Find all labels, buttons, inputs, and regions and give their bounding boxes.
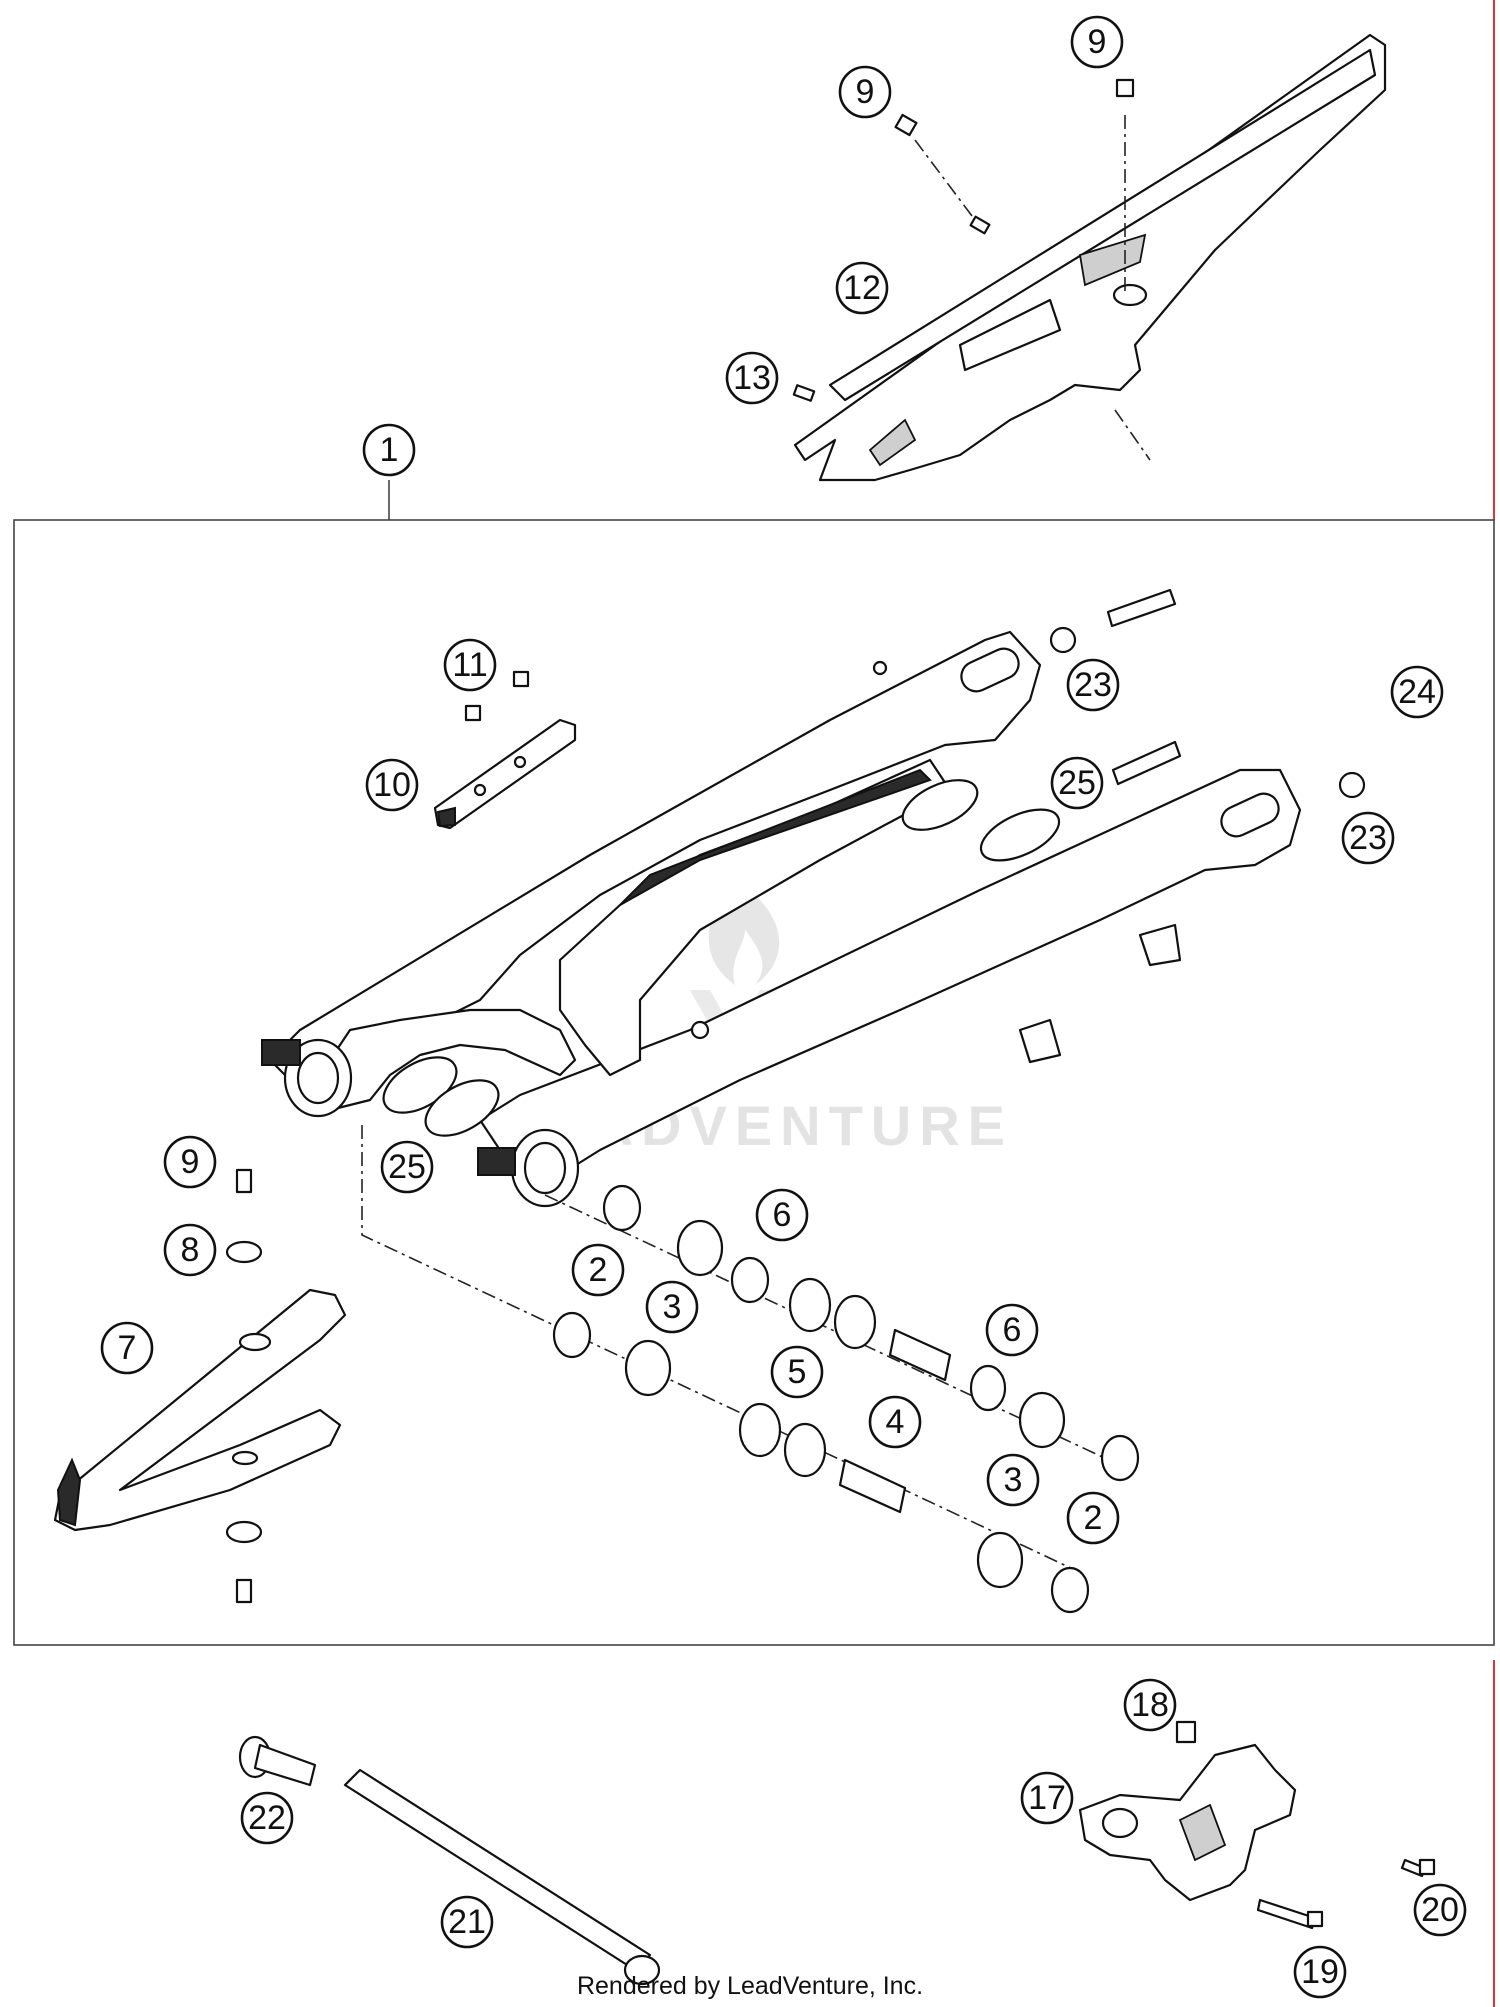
callout-label: 23 bbox=[1349, 819, 1387, 857]
swingarm-seal bbox=[382, 779, 1061, 1137]
callout-label: 7 bbox=[118, 1329, 137, 1367]
callout-4: 4 bbox=[868, 1395, 922, 1449]
callout-18: 18 bbox=[1123, 1678, 1177, 1732]
chain-guard-screw bbox=[1115, 78, 1135, 98]
callout-25: 25 bbox=[1050, 756, 1104, 810]
callout-21: 21 bbox=[440, 1895, 494, 1949]
callout-label: 2 bbox=[1084, 1499, 1103, 1537]
callout-19: 19 bbox=[1293, 1945, 1347, 1999]
callout-label: 10 bbox=[373, 766, 411, 804]
callout-label: 9 bbox=[856, 73, 875, 111]
callout-3: 3 bbox=[645, 1280, 699, 1334]
chain-sliding-guard bbox=[53, 1288, 347, 1532]
pivot-axis-line bbox=[361, 1125, 1076, 1571]
callout-label: 1 bbox=[380, 431, 399, 469]
callout-label: 20 bbox=[1421, 1891, 1459, 1929]
callout-9: 9 bbox=[838, 65, 892, 119]
chain-guide bbox=[1078, 1743, 1297, 1902]
chain-guide-screw bbox=[1256, 1898, 1324, 1930]
pivot-shaft bbox=[343, 1768, 661, 1986]
callout-5: 5 bbox=[770, 1345, 824, 1399]
footer-credit: Rendered by LeadVenture, Inc. bbox=[576, 1972, 924, 2000]
callout-8: 8 bbox=[163, 1223, 217, 1277]
adjuster-pin bbox=[1106, 588, 1182, 786]
callout-label: 3 bbox=[1004, 1461, 1023, 1499]
guard-washer bbox=[225, 1240, 263, 1544]
callout-label: 19 bbox=[1301, 1953, 1339, 1991]
callout-2: 2 bbox=[571, 1243, 625, 1297]
chain-guard-screw bbox=[894, 113, 991, 235]
callout-label: 4 bbox=[886, 1403, 905, 1441]
callout-10: 10 bbox=[365, 758, 419, 812]
callout-20: 20 bbox=[1413, 1883, 1467, 1937]
callout-label: 25 bbox=[388, 1148, 426, 1186]
callout-label: 6 bbox=[1003, 1311, 1022, 1349]
callout-2: 2 bbox=[1066, 1491, 1120, 1545]
chain-guard-screw-13 bbox=[792, 384, 816, 402]
callout-24: 24 bbox=[1390, 665, 1444, 719]
callout-25: 25 bbox=[380, 1140, 434, 1194]
callout-23: 23 bbox=[1341, 811, 1395, 865]
chain-slider-block bbox=[433, 718, 577, 830]
pivot-bolt bbox=[238, 1735, 317, 1787]
chain-guide-screw-20 bbox=[1400, 1858, 1436, 1878]
swingarm bbox=[261, 630, 1302, 1208]
callout-label: 17 bbox=[1028, 1779, 1066, 1817]
callout-label: 21 bbox=[448, 1903, 486, 1941]
callout-7: 7 bbox=[100, 1321, 154, 1375]
callout-label: 24 bbox=[1398, 673, 1436, 711]
callout-label: 22 bbox=[248, 1799, 286, 1837]
callout-label: 9 bbox=[1088, 23, 1107, 61]
callout-label: 25 bbox=[1058, 764, 1096, 802]
chain-guard bbox=[793, 33, 1387, 482]
callout-9: 9 bbox=[1070, 15, 1124, 69]
callout-6: 6 bbox=[985, 1303, 1039, 1357]
callout-label: 2 bbox=[589, 1251, 608, 1289]
chain-slider-screw bbox=[464, 670, 530, 722]
callout-11: 11 bbox=[443, 638, 497, 692]
callout-label: 18 bbox=[1131, 1686, 1169, 1724]
pivot-bushing bbox=[552, 1184, 1140, 1614]
callout-label: 5 bbox=[788, 1353, 807, 1391]
callout-3: 3 bbox=[986, 1453, 1040, 1507]
swingarm-group-frame bbox=[13, 519, 1495, 1646]
callout-9: 9 bbox=[163, 1135, 217, 1189]
chain-guide-nut bbox=[1175, 1720, 1197, 1744]
guard-screw bbox=[235, 1168, 253, 1604]
callout-label: 11 bbox=[452, 646, 487, 684]
callout-13: 13 bbox=[725, 351, 779, 405]
callout-1: 1 bbox=[362, 423, 416, 477]
callout-22: 22 bbox=[240, 1791, 294, 1845]
callout-label: 23 bbox=[1074, 666, 1112, 704]
adjuster-nut bbox=[1049, 626, 1366, 799]
callout-label: 8 bbox=[181, 1231, 200, 1269]
callout-6: 6 bbox=[755, 1188, 809, 1242]
callout-23: 23 bbox=[1066, 658, 1120, 712]
callout-label: 6 bbox=[773, 1196, 792, 1234]
callout-label: 9 bbox=[181, 1143, 200, 1181]
callout-label: 13 bbox=[733, 359, 771, 397]
callout-label: 3 bbox=[663, 1288, 682, 1326]
callout-12: 12 bbox=[835, 261, 889, 315]
callout-17: 17 bbox=[1020, 1771, 1074, 1825]
callout-label: 12 bbox=[843, 269, 881, 307]
